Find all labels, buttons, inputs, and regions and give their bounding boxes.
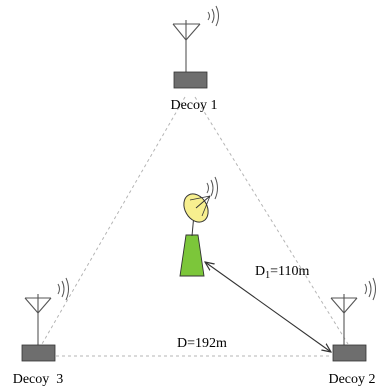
decoy-box-icon: [332, 344, 367, 362]
signal-waves-icon: [207, 5, 219, 27]
radar-base-icon: [179, 234, 205, 277]
radar: [179, 176, 218, 277]
d1-subscript: 1: [265, 270, 270, 281]
decoy-box-icon: [21, 344, 56, 362]
decoy-3: [21, 277, 69, 362]
decoy-1-label: Decoy 1: [170, 98, 217, 113]
decoy-box-icon: [173, 71, 208, 89]
radar-dish-icon: [183, 193, 211, 223]
signal-waves-icon: [364, 277, 376, 301]
signal-waves-icon: [57, 277, 69, 301]
antenna-icon: [330, 294, 358, 345]
decoy-1: [172, 5, 219, 89]
decoy-2-label: Decoy 2: [328, 372, 375, 387]
decoy-2: [330, 277, 376, 362]
antenna-icon: [172, 20, 201, 72]
d1-prefix: D: [255, 264, 265, 279]
triangle-edge-1-3: [41, 96, 186, 345]
d1-suffix: =110m: [270, 264, 309, 279]
signal-waves-icon: [206, 176, 218, 200]
decoy-3-label: Decoy 3: [13, 372, 64, 387]
triangle-edge-1-2: [194, 96, 349, 345]
d1-distance-arrow: [205, 262, 331, 352]
d-distance-label: D=192m: [177, 336, 227, 351]
antenna-icon: [24, 294, 52, 345]
d1-distance-label: D1=110m: [255, 264, 310, 281]
